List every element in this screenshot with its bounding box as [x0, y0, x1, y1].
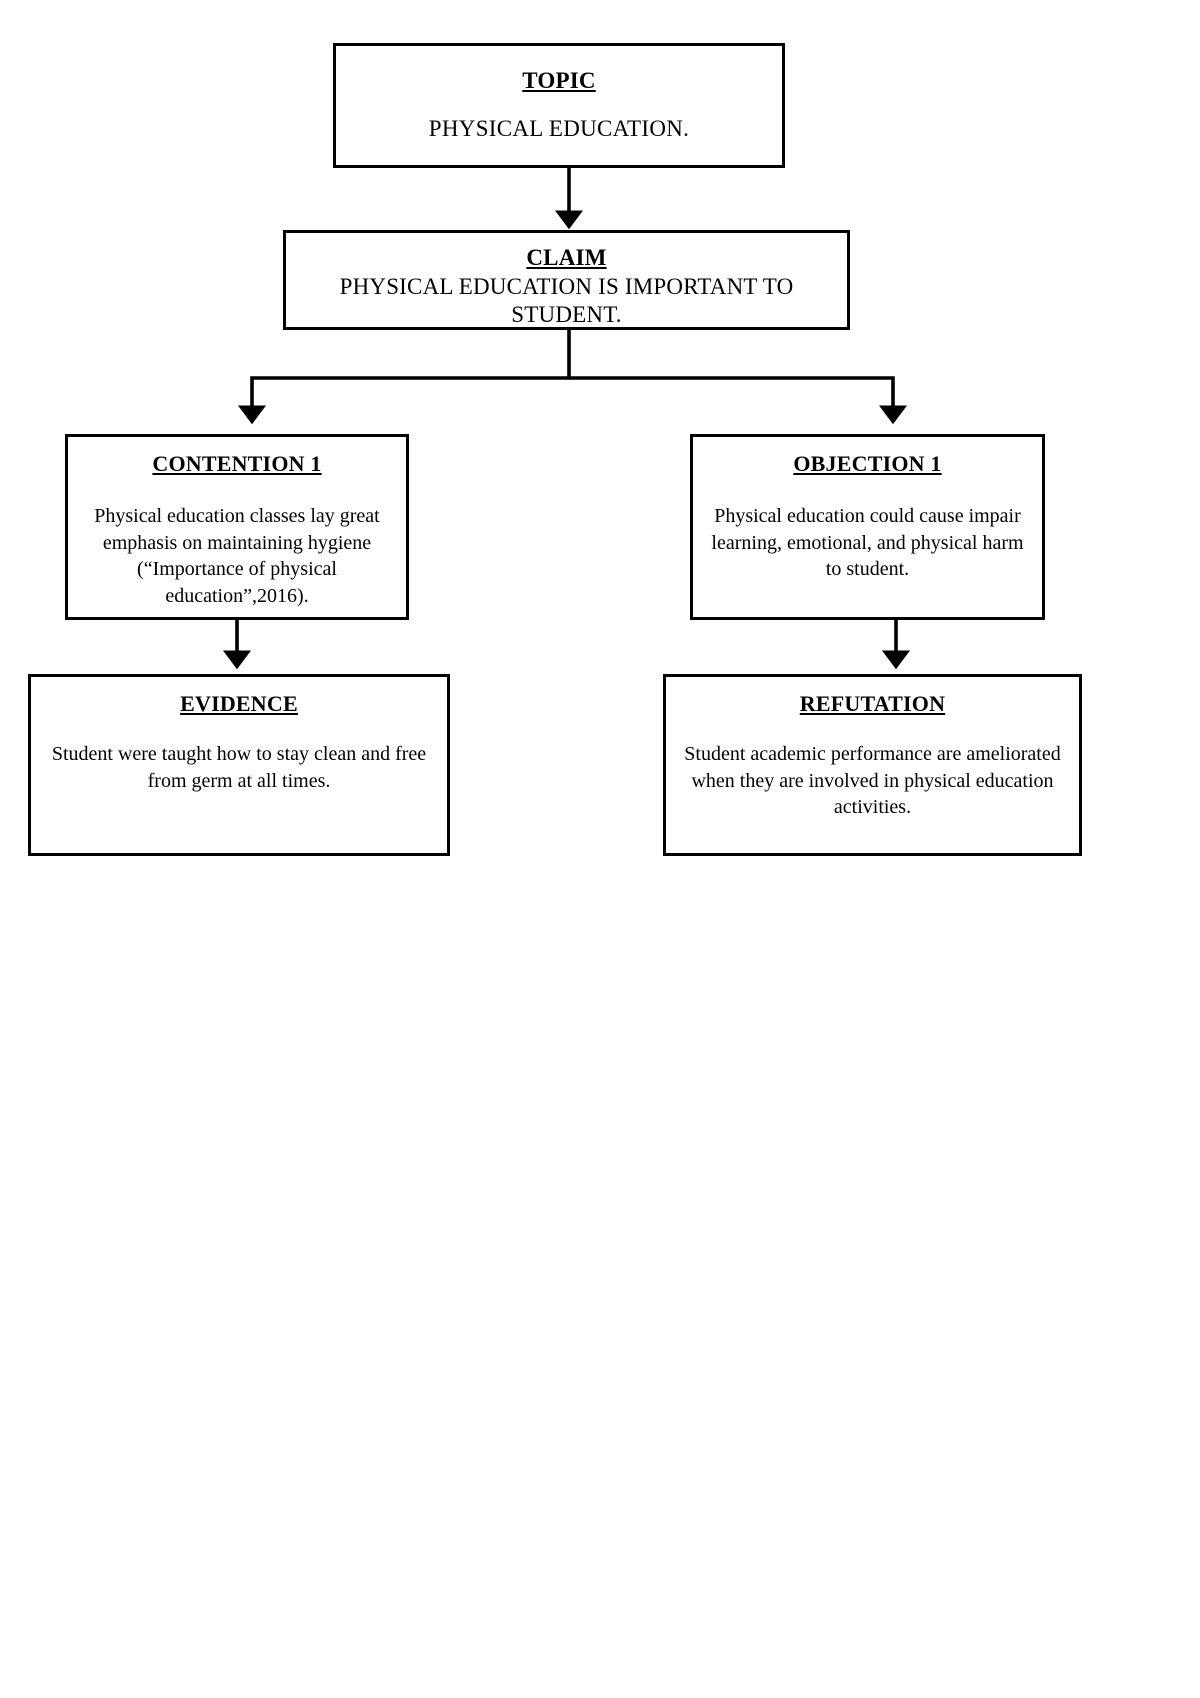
node-refutation: REFUTATION Student academic performance …: [663, 674, 1082, 856]
node-claim-body: PHYSICAL EDUCATION IS IMPORTANT TO STUDE…: [339, 274, 794, 328]
node-evidence: EVIDENCE Student were taught how to stay…: [28, 674, 450, 856]
node-contention-1-title: CONTENTION 1: [152, 451, 322, 476]
node-evidence-body: Student were taught how to stay clean an…: [51, 743, 427, 792]
node-objection-1: OBJECTION 1 Physical education could cau…: [690, 434, 1045, 620]
node-refutation-title: REFUTATION: [799, 691, 946, 716]
node-refutation-body: Student academic performance are amelior…: [684, 743, 1061, 819]
connector-claim-to-objection: [569, 376, 908, 425]
node-topic: TOPIC PHYSICAL EDUCATION.: [333, 43, 785, 168]
node-claim: CLAIM PHYSICAL EDUCATION IS IMPORTANT TO…: [283, 230, 850, 330]
node-claim-title: CLAIM: [526, 245, 607, 270]
node-objection-1-body: Physical education could cause impair le…: [711, 505, 1024, 581]
node-evidence-title: EVIDENCE: [180, 691, 298, 716]
node-topic-body: PHYSICAL EDUCATION.: [428, 116, 690, 141]
node-contention-1: CONTENTION 1 Physical education classes …: [65, 434, 409, 620]
node-contention-1-body: Physical education classes lay great emp…: [94, 505, 380, 607]
node-topic-title: TOPIC: [522, 68, 596, 93]
node-objection-1-title: OBJECTION 1: [793, 451, 942, 476]
connector-claim-trunk: [237, 330, 571, 425]
